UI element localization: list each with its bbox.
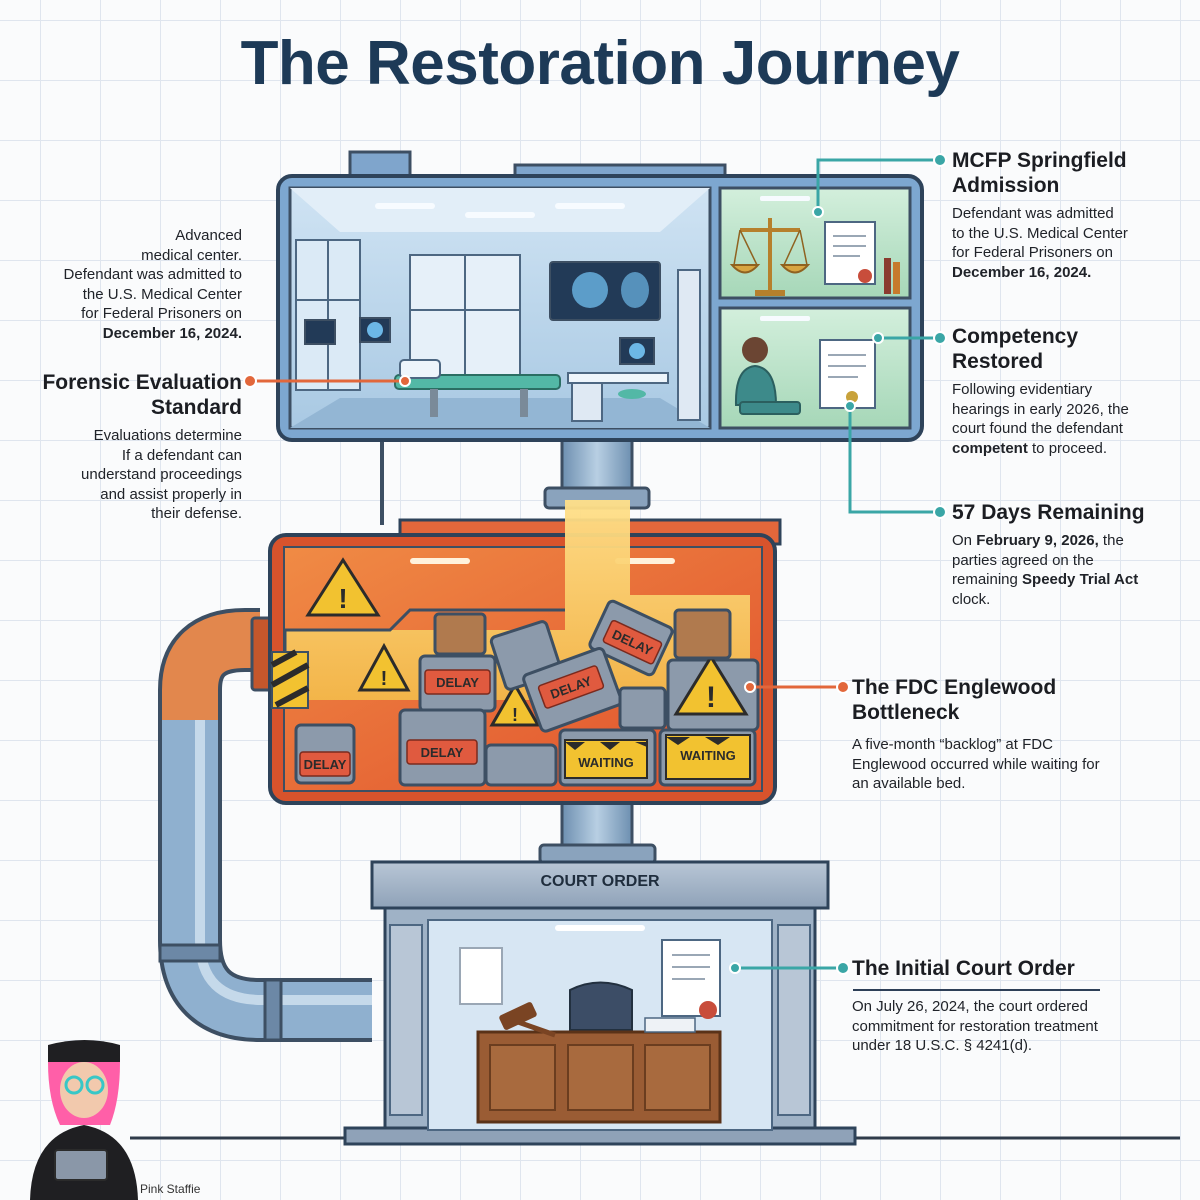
desc-line: to the U.S. Medical Center: [952, 224, 1128, 242]
desc-tail: to proceed.: [1027, 439, 1108, 457]
desc-line: If a defendant can: [121, 446, 242, 464]
bottleneck-chamber: ! ! ! !: [268, 500, 782, 805]
mcfp-callout: MCFP Springfield Admission Defendant was…: [952, 148, 1172, 282]
waiting-tag: WAITING: [578, 755, 634, 770]
desc-part: On: [952, 532, 977, 550]
mcfp-heading: MCFP Springfield Admission: [952, 149, 1127, 198]
desc-line: the U.S. Medical Center: [82, 285, 242, 303]
englewood-heading: The FDC Englewood Bottleneck: [852, 676, 1057, 725]
desc-line: for Federal Prisoners on: [81, 305, 242, 322]
blue-pipe: [158, 700, 372, 1042]
desc-part: the parties agreed on the remaining: [952, 532, 1124, 589]
days-remaining-callout: 57 Days Remaining On February 9, 2026, t…: [952, 500, 1162, 609]
desc-line: understand proceedings: [81, 466, 242, 484]
agreement-date: February 9, 2026,: [976, 532, 1099, 550]
courthouse: [343, 860, 857, 1146]
avatar: [30, 1040, 138, 1200]
court-order-sign: COURT ORDER: [540, 873, 660, 890]
waiting-plates: [564, 734, 751, 780]
desc-line: hearings in early 2026, the: [952, 400, 1129, 418]
advanced-medical-callout: Advanced medical center. Defendant was a…: [20, 226, 242, 343]
author-credit: Pink Staffie: [140, 1182, 201, 1196]
desc-part: clock.: [952, 590, 991, 608]
page-title: The Restoration Journey: [240, 29, 960, 98]
document-icon: [824, 221, 900, 294]
forensic-heading: Forensic Evaluation Standard: [42, 371, 242, 420]
desc-line: and assist properly in: [100, 485, 242, 503]
orange-pipe: [158, 608, 276, 720]
speedy-trial-emphasis: Speedy Trial Act: [1022, 571, 1139, 589]
gavel-icon: [499, 1002, 556, 1038]
competency-callout: Competency Restored Following evidentiar…: [952, 324, 1182, 458]
hospital-unit: [276, 150, 924, 442]
admission-date: December 16, 2024.: [952, 263, 1092, 281]
svg-text:!: !: [338, 583, 347, 614]
competent-emphasis: competent: [952, 439, 1028, 457]
delay-tag: DELAY: [436, 675, 479, 690]
initial-heading: The Initial Court Order: [852, 957, 1075, 980]
desc-line: their defense.: [151, 505, 242, 523]
connectors: [250, 158, 940, 970]
englewood-callout: The FDC Englewood Bottleneck A five-mont…: [852, 675, 1102, 794]
initial-order-callout: The Initial Court Order On July 26, 2024…: [852, 956, 1122, 1056]
desc-line: court found the defendant: [952, 420, 1123, 438]
svg-text:!: !: [512, 705, 518, 725]
delay-tag: DELAY: [420, 745, 464, 760]
englewood-desc: A five-month “backlog” at FDC Englewood …: [852, 736, 1100, 793]
certificate-icon: [819, 339, 876, 409]
desc-line: for Federal Prisoners on: [952, 244, 1113, 262]
desc-line: Evaluations determine: [93, 427, 242, 445]
desc-line: Advanced: [175, 227, 242, 244]
waiting-tag: WAITING: [680, 748, 736, 763]
competency-heading: Competency Restored: [952, 325, 1079, 374]
desc-line: medical center.: [141, 246, 242, 264]
admission-date: December 16, 2024.: [102, 324, 242, 342]
warning-icon: !: [673, 654, 749, 716]
desc-line: Defendant was admitted to: [63, 266, 242, 283]
initial-desc: On July 26, 2024, the court ordered comm…: [852, 998, 1098, 1055]
desc-line: Defendant was admitted: [952, 205, 1114, 223]
warning-icon: ! ! !: [305, 557, 541, 727]
days-heading: 57 Days Remaining: [952, 501, 1145, 524]
desc-line: Following evidentiary: [952, 381, 1093, 399]
svg-text:!: !: [706, 681, 716, 714]
patient-figure: [734, 337, 801, 415]
scales-icon: [729, 218, 811, 296]
delay-tag: DELAY: [303, 757, 347, 772]
svg-text:!: !: [381, 668, 388, 690]
forensic-callout: Forensic Evaluation Standard Evaluations…: [10, 370, 242, 524]
